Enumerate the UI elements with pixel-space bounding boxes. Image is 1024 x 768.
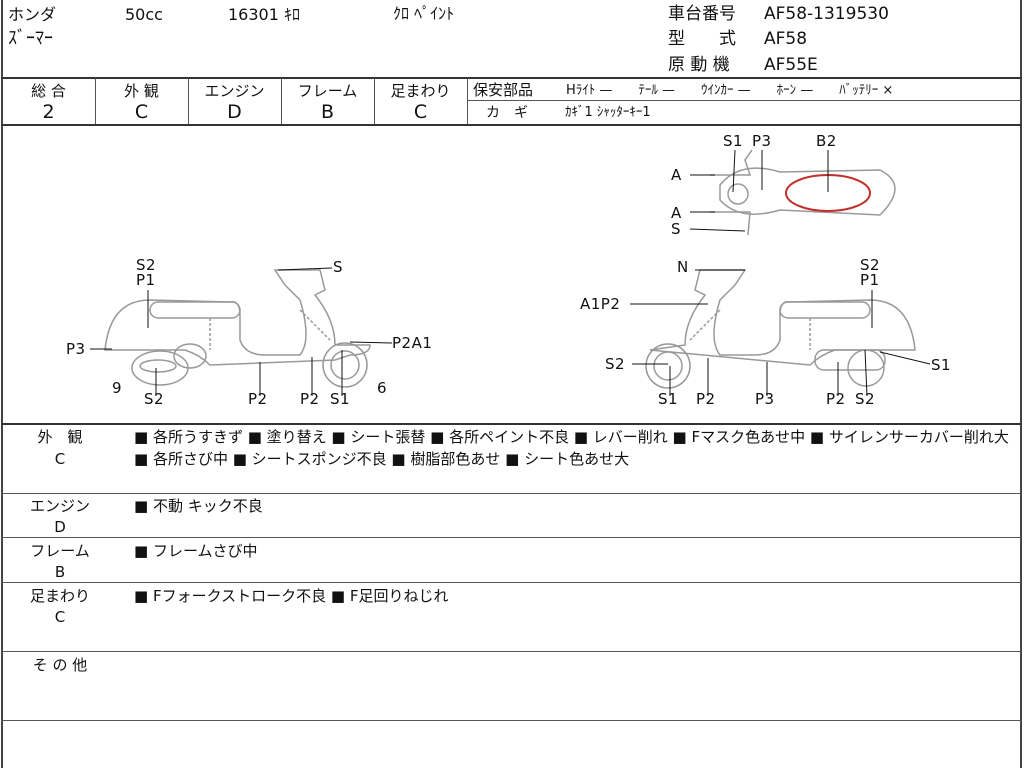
grade-overall: 2	[42, 101, 55, 123]
section-text-exterior: ■ 各所うすきず ■ 塗り替え ■ シート張替 ■ 各所ペイント不良 ■ レバー…	[134, 428, 1009, 468]
divider	[1, 423, 1022, 425]
diagram-label: 9	[112, 379, 123, 397]
section-title-other: そ の 他	[32, 656, 88, 674]
diagram-label: S1	[723, 132, 744, 150]
diagram-label: A1P2	[580, 295, 621, 313]
displacement: 50cc	[125, 5, 163, 24]
engine-label: 原 動 機	[668, 55, 730, 75]
divider	[281, 78, 282, 125]
section-grade-frame: B	[54, 563, 66, 581]
model-name: ｽﾞｰﾏｰ	[8, 28, 53, 49]
divider	[1, 720, 1022, 721]
grade-engine: D	[227, 101, 242, 123]
divider	[1, 582, 1022, 583]
diagram-label: A	[671, 166, 682, 184]
diagram-label: S2	[605, 355, 626, 373]
top-view	[710, 149, 896, 236]
divider	[1, 537, 1022, 538]
diagram-label: P3	[755, 390, 775, 408]
diagram-label: 6	[377, 379, 388, 397]
divider	[1, 493, 1022, 494]
right-side-view	[645, 269, 916, 389]
diagram-label: S1	[931, 356, 952, 374]
divider	[1, 651, 1022, 652]
section-title-suspension: 足まわり	[29, 587, 90, 605]
divider	[467, 78, 468, 125]
diagram-label: P2A1	[392, 334, 433, 352]
diagram-label: S1	[330, 390, 351, 408]
diagram-label: S2	[855, 390, 876, 408]
key-label: カ ギ	[486, 105, 528, 121]
divider	[467, 100, 1022, 101]
grade-exterior: C	[134, 101, 149, 123]
section-text-suspension: ■ Fフォークストローク不良 ■ F足回りねじれ	[134, 587, 449, 605]
diagram-label: P1	[136, 271, 156, 289]
section-title-exterior: 外 観	[37, 428, 83, 446]
divider	[1, 124, 1022, 126]
diagram-label: P2	[300, 390, 320, 408]
grade-label-exterior: 外 観	[124, 82, 159, 100]
frame-no-label: 車台番号	[668, 4, 736, 24]
grade-suspension: C	[413, 101, 428, 123]
safety-items: Hﾗｲﾄ — ﾃｰﾙ — ｳｲﾝｶｰ — ﾎｰﾝ — ﾊﾞｯﾃﾘｰ ×	[566, 83, 894, 98]
divider	[1, 77, 1022, 79]
diagram-label: S	[671, 220, 682, 238]
diagram-label: P2	[248, 390, 268, 408]
grade-label-frame: フレーム	[297, 82, 358, 100]
diagram-label: P1	[860, 271, 880, 289]
diagram-label: B2	[816, 132, 837, 150]
diagram-label: P3	[752, 132, 772, 150]
diagram-label: P2	[696, 390, 716, 408]
grade-label-suspension: 足まわり	[390, 82, 451, 100]
left-side-view	[104, 269, 371, 388]
diagram-label: P3	[66, 340, 86, 358]
grade-label-engine: エンジン	[204, 82, 265, 100]
diagram-label: S2	[860, 256, 881, 274]
maker: ホンダ	[8, 5, 57, 24]
type: AF58	[764, 29, 808, 49]
section-title-frame: フレーム	[30, 542, 90, 560]
section-grade-suspension: C	[54, 608, 66, 626]
section-text-engine: ■ 不動 キック不良	[134, 497, 263, 515]
frame-no: AF58-1319530	[764, 4, 889, 24]
section-grade-engine: D	[54, 518, 66, 536]
diagram-label: N	[677, 258, 689, 276]
diagram-label: S2	[136, 256, 157, 274]
mileage: 16301 ｷﾛ	[228, 5, 300, 24]
grade-frame: B	[320, 101, 335, 123]
engine: AF55E	[764, 55, 818, 75]
grade-label-overall: 総 合	[31, 82, 66, 100]
diagram-label: P2	[826, 390, 846, 408]
divider	[188, 78, 189, 125]
section-grade-exterior: C	[54, 450, 66, 468]
section-title-engine: エンジン	[29, 497, 90, 515]
section-text-frame: ■ フレームさび中	[134, 542, 258, 560]
type-label: 型 式	[668, 29, 736, 49]
diagram-label: S2	[144, 390, 165, 408]
diagram-label: S	[333, 258, 344, 276]
key-info: ｶｷﾞ1 ｼｬｯﾀｰｷｰ1	[565, 105, 651, 120]
diagram-label: A	[671, 204, 682, 222]
leader-lines	[90, 149, 931, 397]
divider	[95, 78, 96, 125]
divider	[374, 78, 375, 125]
diagram-label: S1	[658, 390, 679, 408]
safety-label: 保安部品	[473, 81, 534, 99]
color: ｸﾛ ﾍﾟｲﾝﾄ	[393, 4, 455, 23]
